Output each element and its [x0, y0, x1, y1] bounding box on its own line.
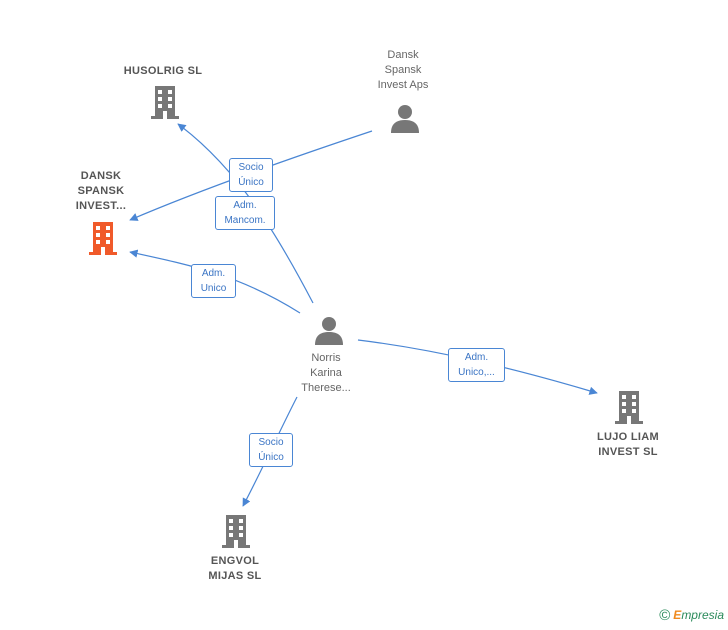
- company-label-dansk-spansk-invest[interactable]: DANSK SPANSK INVEST...: [75, 170, 127, 212]
- edge-label-socio-unico-engvol[interactable]: Socio Único: [249, 433, 293, 467]
- copyright-icon: ©: [659, 607, 671, 624]
- building-icon[interactable]: [88, 221, 118, 256]
- edge-label-adm-unico[interactable]: Adm. Unico: [191, 264, 236, 298]
- building-icon[interactable]: [614, 390, 644, 425]
- brand-watermark: ©Empresia: [659, 607, 724, 624]
- building-icon[interactable]: [150, 85, 180, 120]
- person-label-norris[interactable]: Norris Karina Therese...: [301, 352, 351, 394]
- brand-initial: E: [673, 608, 682, 622]
- person-label-dansk-spansk-invest-aps[interactable]: Dansk Spansk Invest Aps: [377, 49, 429, 91]
- edge-label-socio-unico[interactable]: Socio Único: [229, 158, 273, 192]
- company-label-engvol[interactable]: ENGVOL MIJAS SL: [208, 555, 262, 582]
- brand-name: mpresia: [681, 608, 724, 622]
- company-label-lujo-liam[interactable]: LUJO LIAM INVEST SL: [597, 431, 659, 458]
- person-icon[interactable]: [314, 316, 344, 346]
- building-icon[interactable]: [221, 514, 251, 549]
- edge-label-adm-mancom[interactable]: Adm. Mancom.: [215, 196, 275, 230]
- company-label-husolrig[interactable]: HUSOLRIG SL: [123, 65, 203, 77]
- edge-label-adm-unico-more[interactable]: Adm. Unico,...: [448, 348, 505, 382]
- person-icon[interactable]: [390, 104, 420, 134]
